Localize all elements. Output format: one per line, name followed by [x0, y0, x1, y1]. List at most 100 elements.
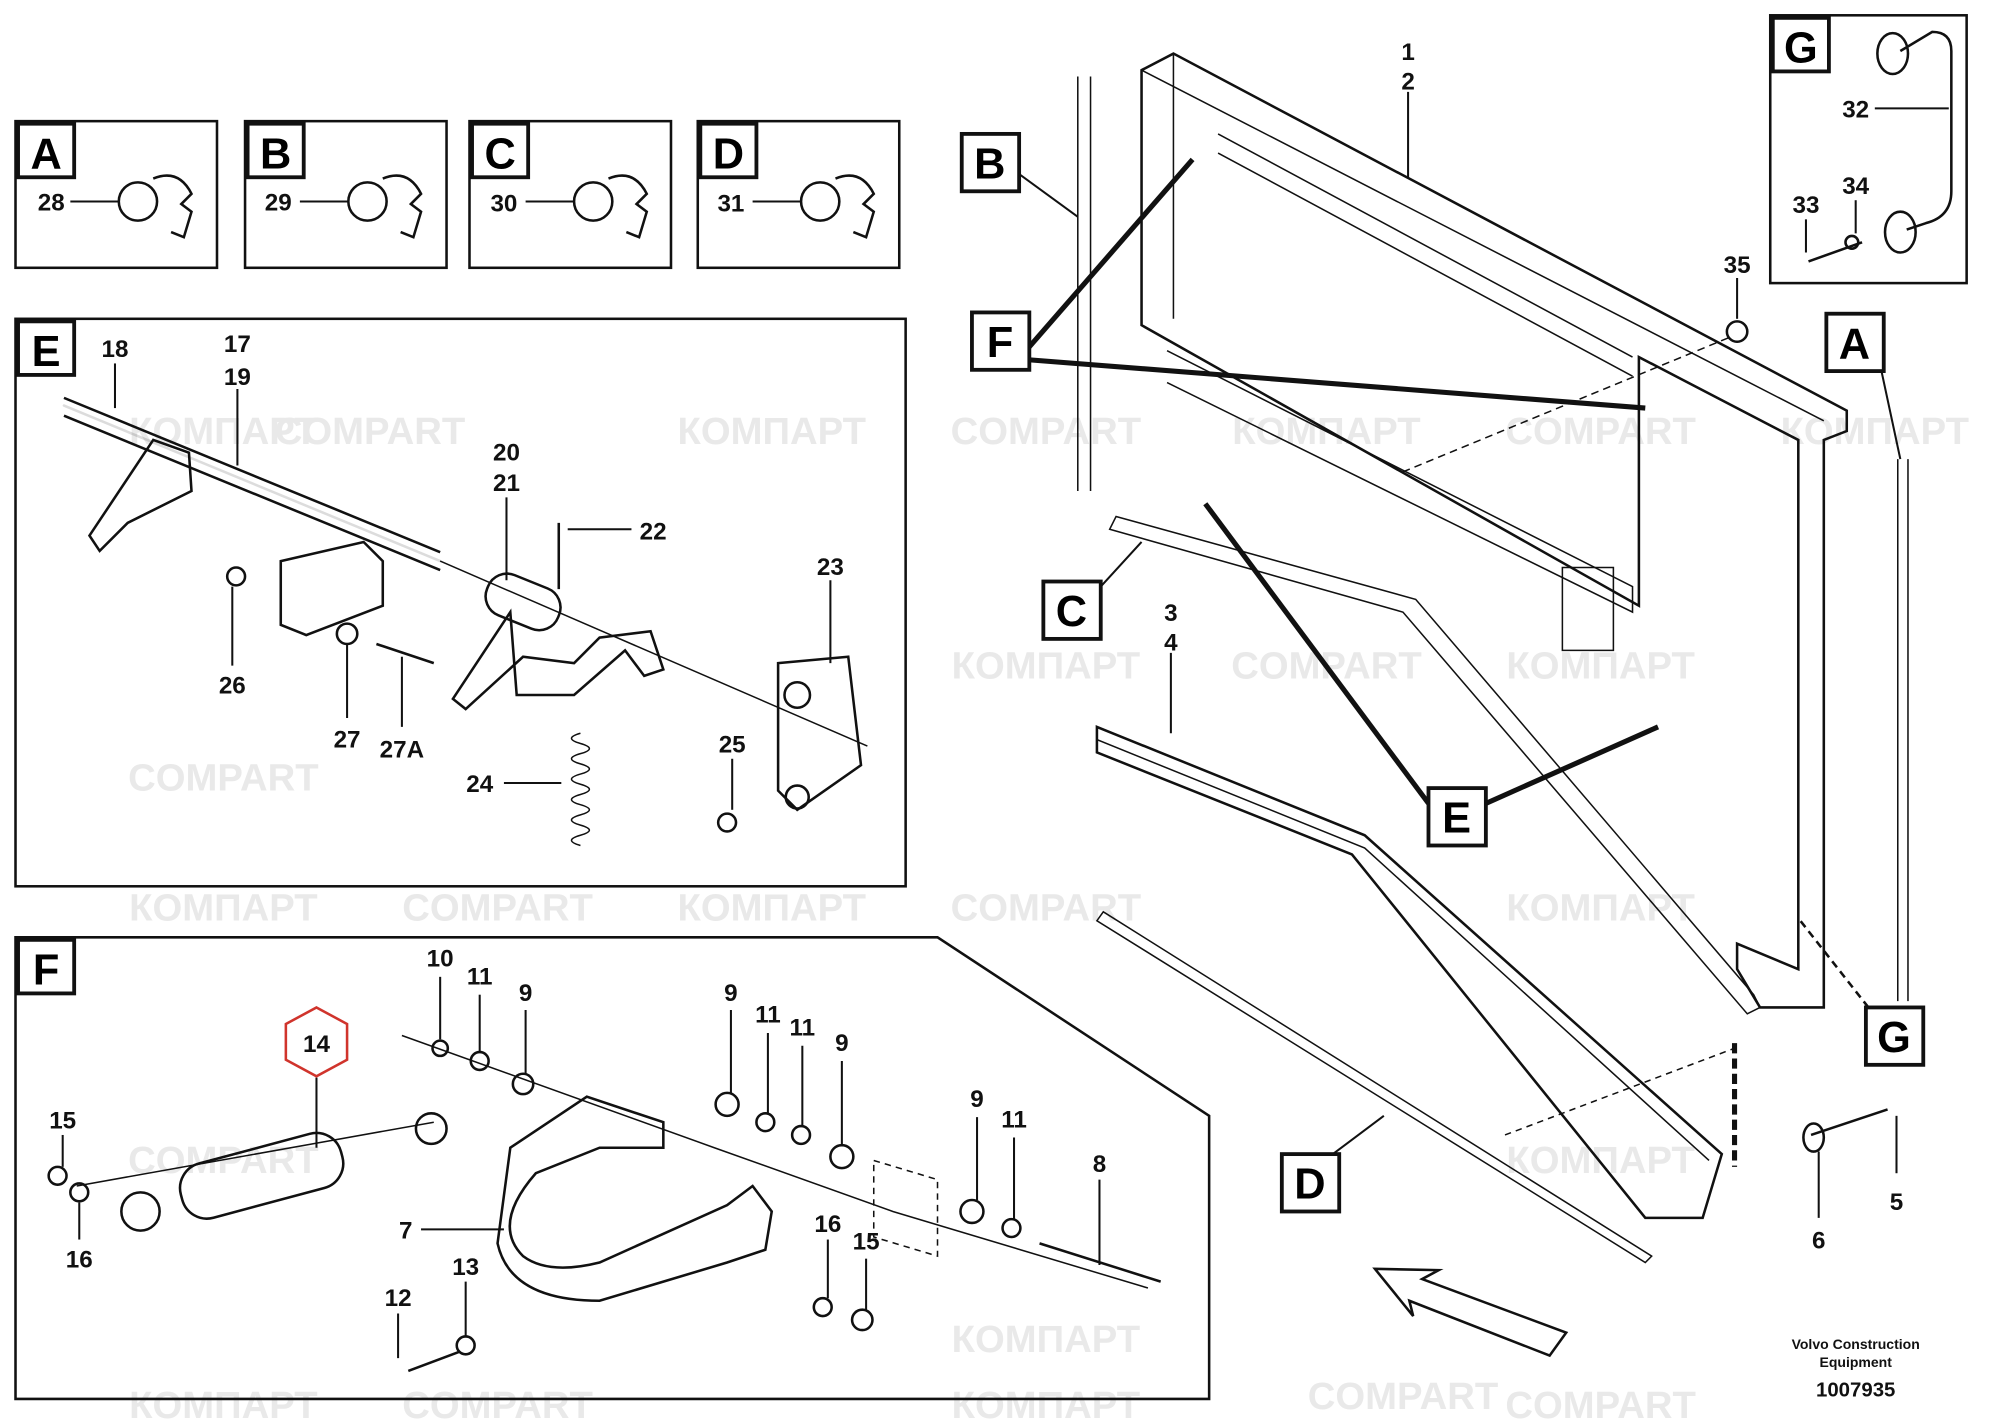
- part-label: 25: [719, 731, 746, 758]
- callout-a: A: [1824, 311, 1886, 374]
- part-label: 11: [790, 1014, 816, 1041]
- watermark: COMPART: [1505, 410, 1696, 453]
- hidden-spacer: [872, 1159, 939, 1258]
- watermark: COMPART: [402, 887, 593, 930]
- part-label: 7: [399, 1217, 412, 1244]
- part-label: 31: [717, 191, 744, 218]
- callout-e: E: [1426, 786, 1488, 848]
- manufacturer-name: Volvo Construction: [1792, 1336, 1920, 1352]
- washer-6: [1802, 1122, 1826, 1153]
- part-label-14[interactable]: 14: [303, 1031, 330, 1058]
- part-label: 1: [1401, 39, 1414, 66]
- clamp-icon: [608, 174, 649, 239]
- frame: [1140, 52, 1849, 1009]
- highlighted-part-14[interactable]: 14: [284, 1005, 349, 1078]
- watermark: КОМПАРТ: [1506, 644, 1694, 687]
- part-label: 11: [755, 1002, 781, 1029]
- watermark: КОМПАРТ: [1506, 887, 1694, 930]
- rod-c: [1108, 515, 1762, 1015]
- lever-arm: [87, 438, 193, 553]
- callout-letter: C: [1056, 588, 1087, 636]
- detail-letter: C: [484, 130, 515, 178]
- part-label: 12: [385, 1285, 412, 1312]
- part-label: 11: [1001, 1106, 1027, 1133]
- watermark: КОМПАРТ: [952, 644, 1140, 687]
- bushing: [484, 572, 562, 632]
- part-label: 27A: [380, 736, 424, 763]
- callout-c: C: [1041, 579, 1103, 641]
- part-label: 29: [265, 189, 292, 216]
- callout-letter: D: [1294, 1161, 1325, 1209]
- part-label: 33: [1792, 192, 1819, 219]
- rod-b: [1077, 76, 1092, 491]
- lever: [451, 608, 665, 711]
- detail-letter: E: [32, 328, 61, 376]
- detail-box-d: D 31: [696, 119, 901, 270]
- grab-handle: [1899, 30, 1953, 231]
- clamp-icon: [152, 174, 194, 239]
- watermark: COMPART: [951, 410, 1142, 453]
- part-label: 3: [1164, 600, 1177, 627]
- washer: [225, 566, 247, 587]
- nut: [716, 812, 738, 833]
- part-label: 10: [427, 946, 454, 973]
- link-23: [776, 655, 863, 812]
- part-label: 26: [219, 673, 246, 700]
- callout-letter: B: [974, 141, 1005, 189]
- part-label: 9: [519, 980, 532, 1007]
- watermark: КОМПАРТ: [952, 1384, 1140, 1427]
- watermark-layer: КОМПАРТ COMPART КОМПАРТ COMPART КОМПАРТ …: [128, 410, 1969, 1427]
- part-label: 9: [835, 1030, 848, 1057]
- part-label: 21: [493, 470, 520, 497]
- main-assembly: B F C E D A G 1 2 3 4 5 6 35: [959, 39, 1926, 1358]
- detail-letter: G: [1784, 24, 1818, 72]
- direction-arrow-icon: [1372, 1267, 1569, 1358]
- watermark: КОМПАРТ: [1781, 410, 1969, 453]
- callout-letter: E: [1442, 795, 1471, 843]
- part-label: 18: [102, 336, 129, 363]
- part-label: 24: [466, 771, 493, 798]
- part-label: 22: [640, 518, 667, 545]
- watermark: COMPART: [951, 887, 1142, 930]
- spring: [570, 732, 591, 847]
- detail-box-a: A 28: [14, 119, 219, 270]
- part-label: 15: [853, 1229, 880, 1256]
- part-label: 23: [817, 554, 844, 581]
- part-label: 9: [970, 1086, 983, 1113]
- part-label: 13: [452, 1254, 479, 1281]
- callout-letter: A: [1839, 320, 1870, 368]
- watermark: КОМПАРТ: [129, 410, 317, 453]
- part-label: 28: [38, 189, 65, 216]
- pedal-bracket: [496, 1095, 774, 1303]
- gas-spring: [178, 1131, 345, 1220]
- rod-d: [1095, 910, 1653, 1264]
- rod-a: [1897, 459, 1909, 1002]
- part-label: 4: [1164, 629, 1178, 656]
- part-label: 20: [493, 439, 520, 466]
- part-label: 35: [1724, 252, 1751, 279]
- detail-box-e: E 18 17 19 20 21 22 23 26 27 27A: [14, 317, 907, 888]
- part-label: 9: [724, 980, 737, 1007]
- part-label: 8: [1093, 1151, 1106, 1178]
- callout-b: B: [959, 131, 1022, 194]
- washer: [335, 622, 359, 646]
- clamp-icon: [835, 174, 876, 239]
- watermark: COMPART: [275, 410, 466, 453]
- detail-letter: D: [713, 130, 744, 178]
- watermark: COMPART: [128, 1139, 319, 1182]
- part-label: 11: [467, 963, 493, 990]
- watermark: КОМПАРТ: [678, 887, 866, 930]
- part-label: 30: [490, 191, 517, 218]
- watermark: COMPART: [402, 1384, 593, 1427]
- watermark: КОМПАРТ: [952, 1318, 1140, 1361]
- drawing-number: 1007935: [1816, 1379, 1895, 1401]
- part-label: 2: [1401, 68, 1414, 95]
- drawing-footer: Volvo Construction Equipment 1007935: [1792, 1336, 1920, 1401]
- watermark: COMPART: [128, 757, 319, 800]
- callout-d: D: [1279, 1152, 1342, 1214]
- part-label: 15: [49, 1108, 76, 1135]
- callout-letter: F: [987, 319, 1013, 367]
- part-label: 5: [1890, 1189, 1903, 1216]
- part-label: 17: [224, 331, 251, 358]
- watermark: КОМПАРТ: [678, 410, 866, 453]
